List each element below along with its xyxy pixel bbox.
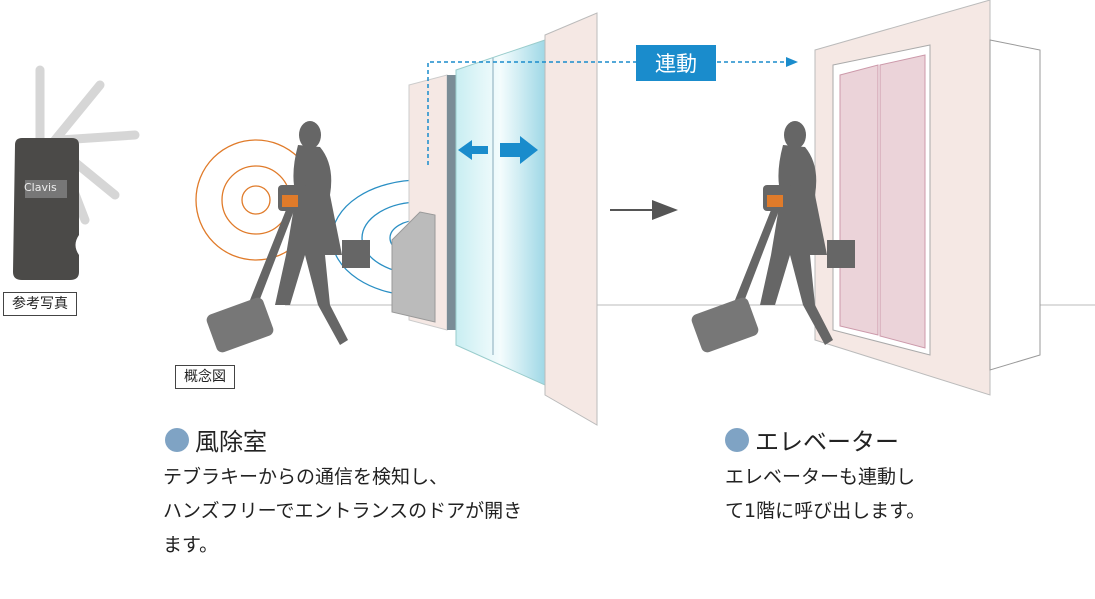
bullet-dot-icon	[725, 427, 749, 452]
glass-door	[455, 39, 546, 386]
elevator-door-right	[879, 54, 926, 349]
sensor-post	[391, 211, 436, 323]
left-heading: 風除室	[165, 422, 267, 457]
arrow-left-icon	[458, 140, 488, 160]
key-fob-image	[13, 65, 140, 280]
link-arrow-icon	[786, 57, 798, 67]
entrance-frame	[544, 12, 598, 426]
flow-arrow-icon	[652, 200, 678, 220]
key-brand-label: Clavis	[24, 181, 57, 194]
person-silhouette-entrance	[204, 121, 370, 355]
bullet-dot-icon	[165, 427, 189, 452]
link-badge: 連動	[636, 45, 716, 81]
concept-caption: 概念図	[175, 365, 235, 389]
elevator-side	[989, 39, 1041, 371]
photo-caption: 参考写真	[3, 292, 77, 316]
elevator-door-left	[839, 64, 879, 336]
arrow-right-icon	[500, 136, 538, 164]
right-description: エレベーターも連動し て1階に呼び出します。	[725, 466, 926, 522]
right-heading: エレベーター	[725, 422, 899, 457]
left-description: テブラキーからの通信を検知し、 ハンズフリーでエントランスのドアが開き ます。	[163, 466, 523, 556]
